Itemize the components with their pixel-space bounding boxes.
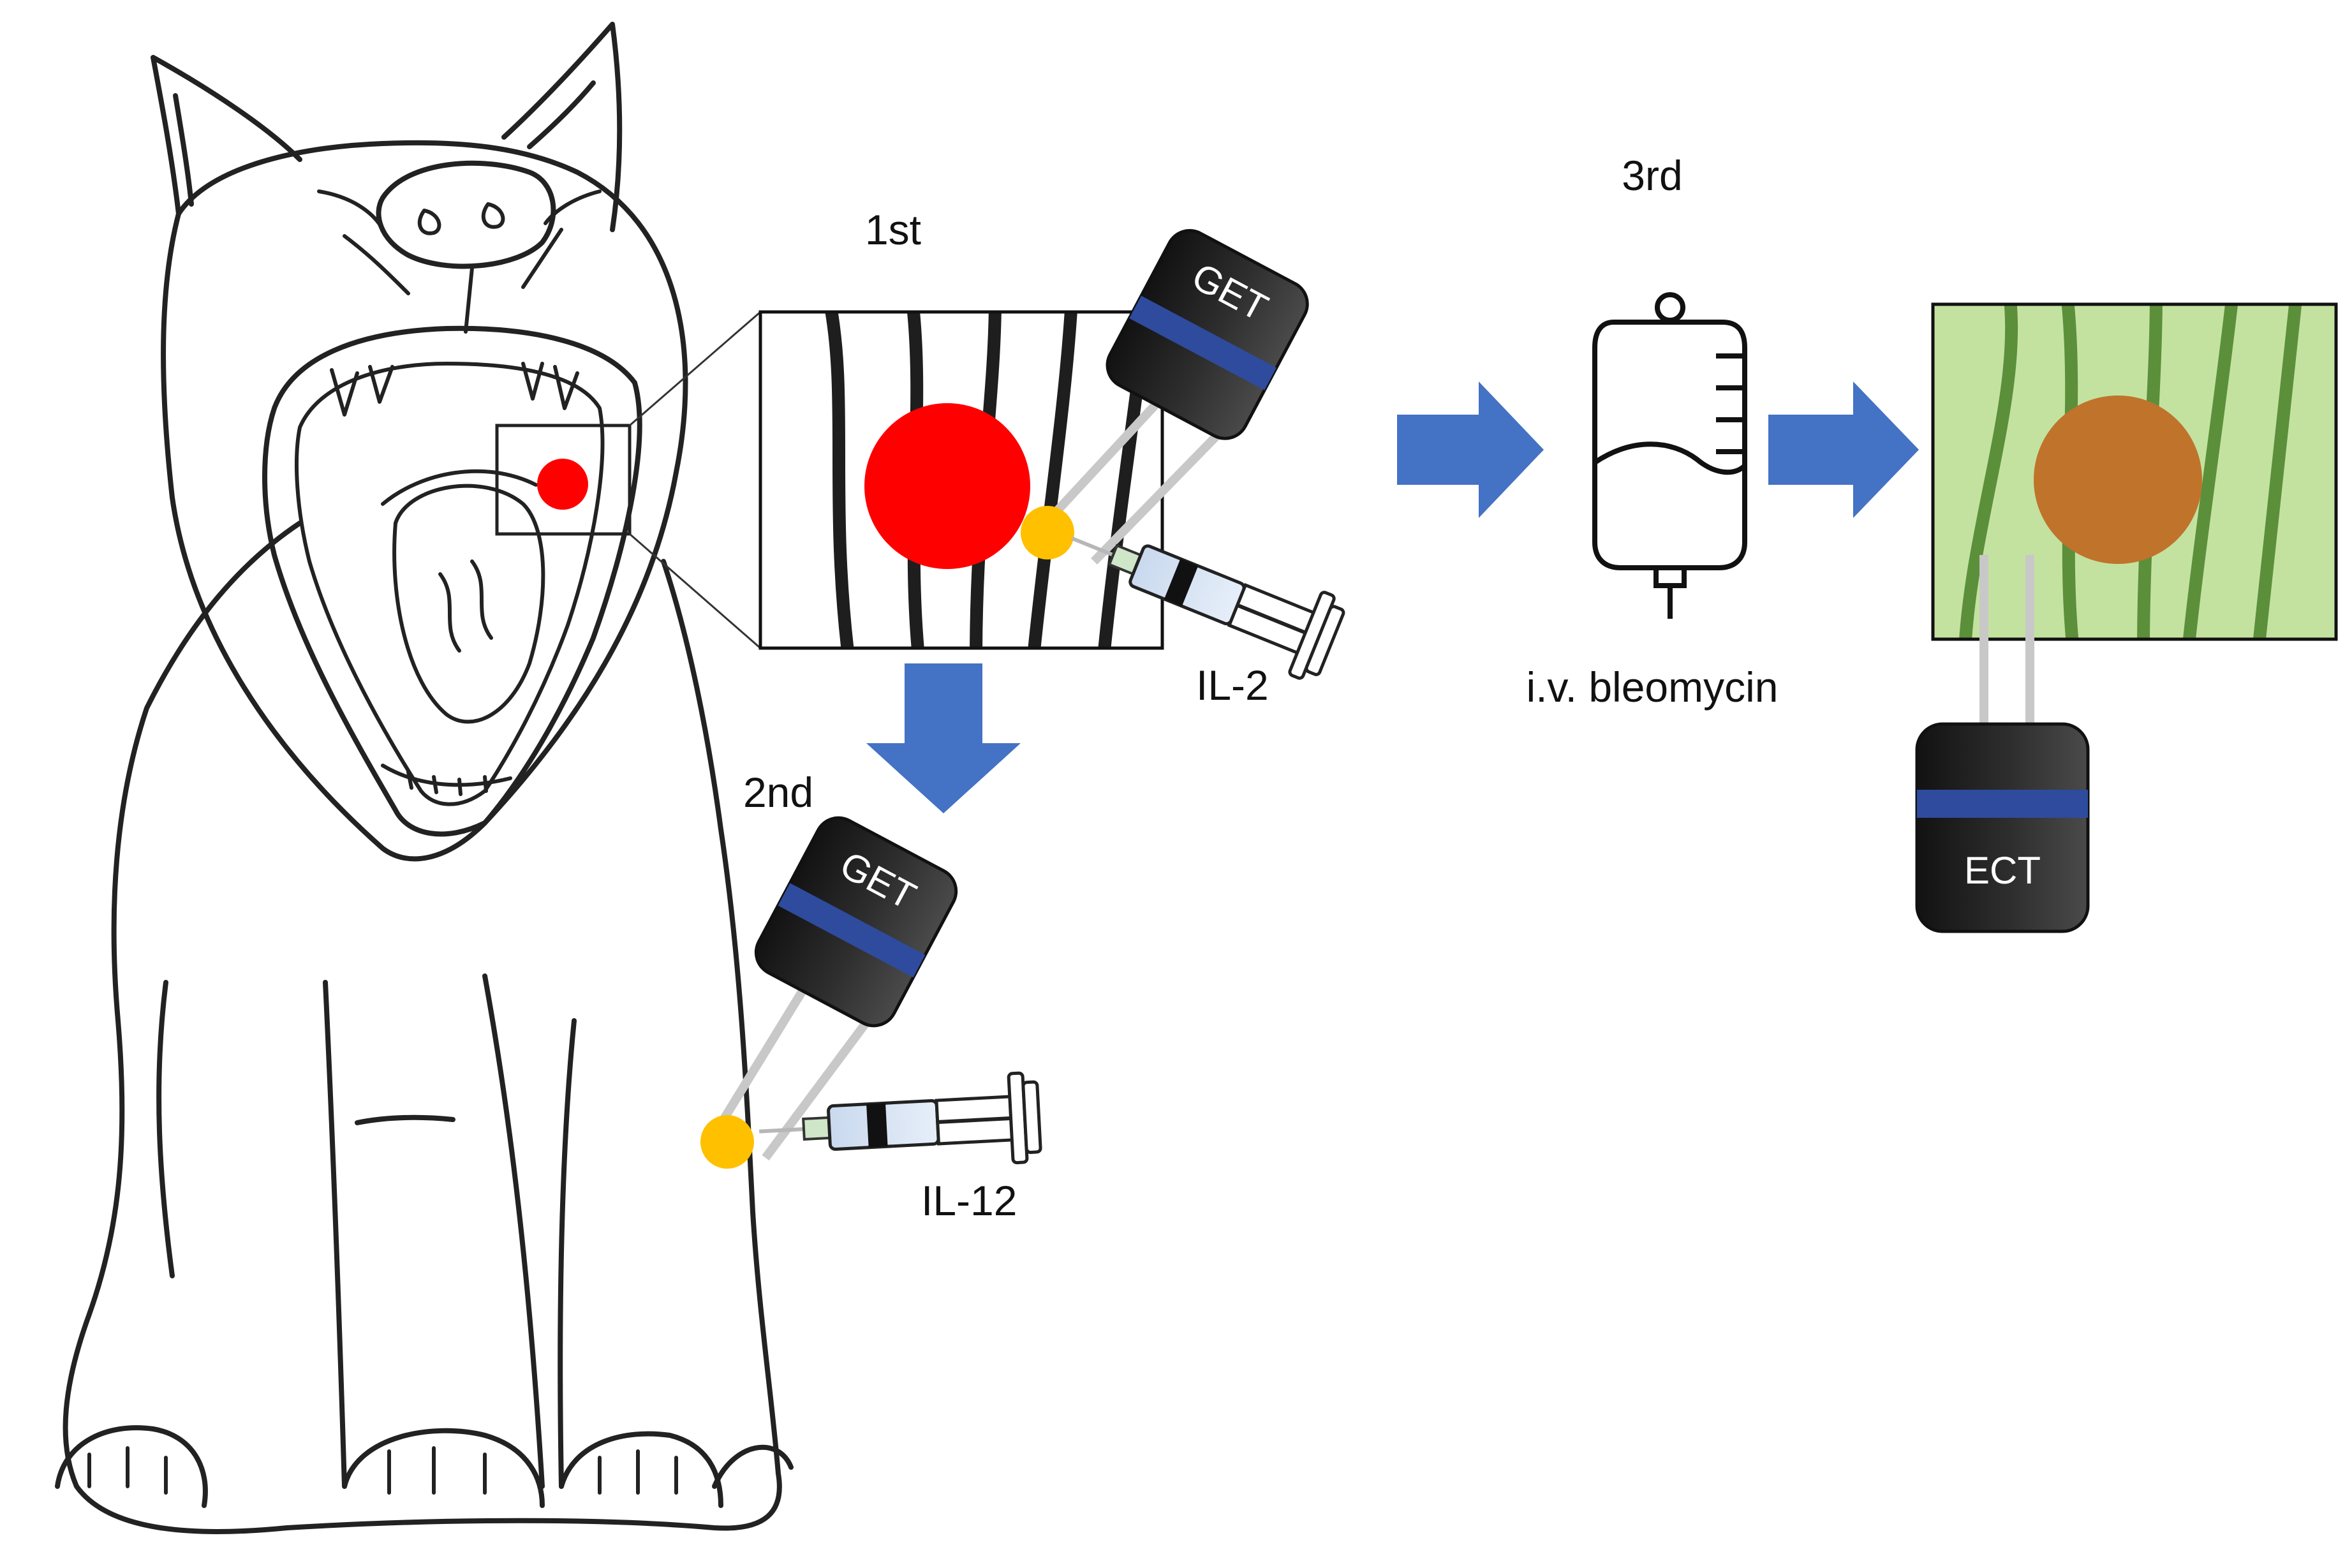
get-electrode-device-1: GET <box>1036 229 1309 565</box>
arrow-down <box>866 663 1021 813</box>
zoomed-tissue-panel <box>758 310 1164 650</box>
step-1-label: 1st <box>865 206 921 253</box>
label-iv-bleomycin: i.v. bleomycin <box>1527 663 1779 711</box>
zoom-connector-top <box>629 311 761 427</box>
tumor <box>864 403 1030 569</box>
label-il2: IL-2 <box>1196 662 1269 709</box>
step-3-label: 3rd <box>1622 152 1682 199</box>
treated-tumor <box>2034 396 2202 564</box>
zoom-region-box <box>495 424 632 536</box>
ect-label: ECT <box>1964 849 2041 892</box>
arrow-right-1 <box>1397 381 1544 518</box>
injection-site-1 <box>1021 506 1074 559</box>
cat-drawing <box>55 22 794 1535</box>
oral-tumor <box>537 459 588 510</box>
iv-bag-icon <box>1592 292 1747 619</box>
arrow-right-2 <box>1768 381 1919 518</box>
label-il12: IL-12 <box>921 1177 1017 1224</box>
ect-electrode-device: ECT <box>1915 555 2090 933</box>
syringe-il12-icon <box>758 1071 1042 1165</box>
step-2-label: 2nd <box>743 769 813 816</box>
syringe-il2-icon <box>1070 536 1345 680</box>
get-electrode-device-2: GET <box>714 816 958 1161</box>
zoom-connector-bottom <box>629 533 761 649</box>
injection-site-2 <box>700 1115 754 1169</box>
